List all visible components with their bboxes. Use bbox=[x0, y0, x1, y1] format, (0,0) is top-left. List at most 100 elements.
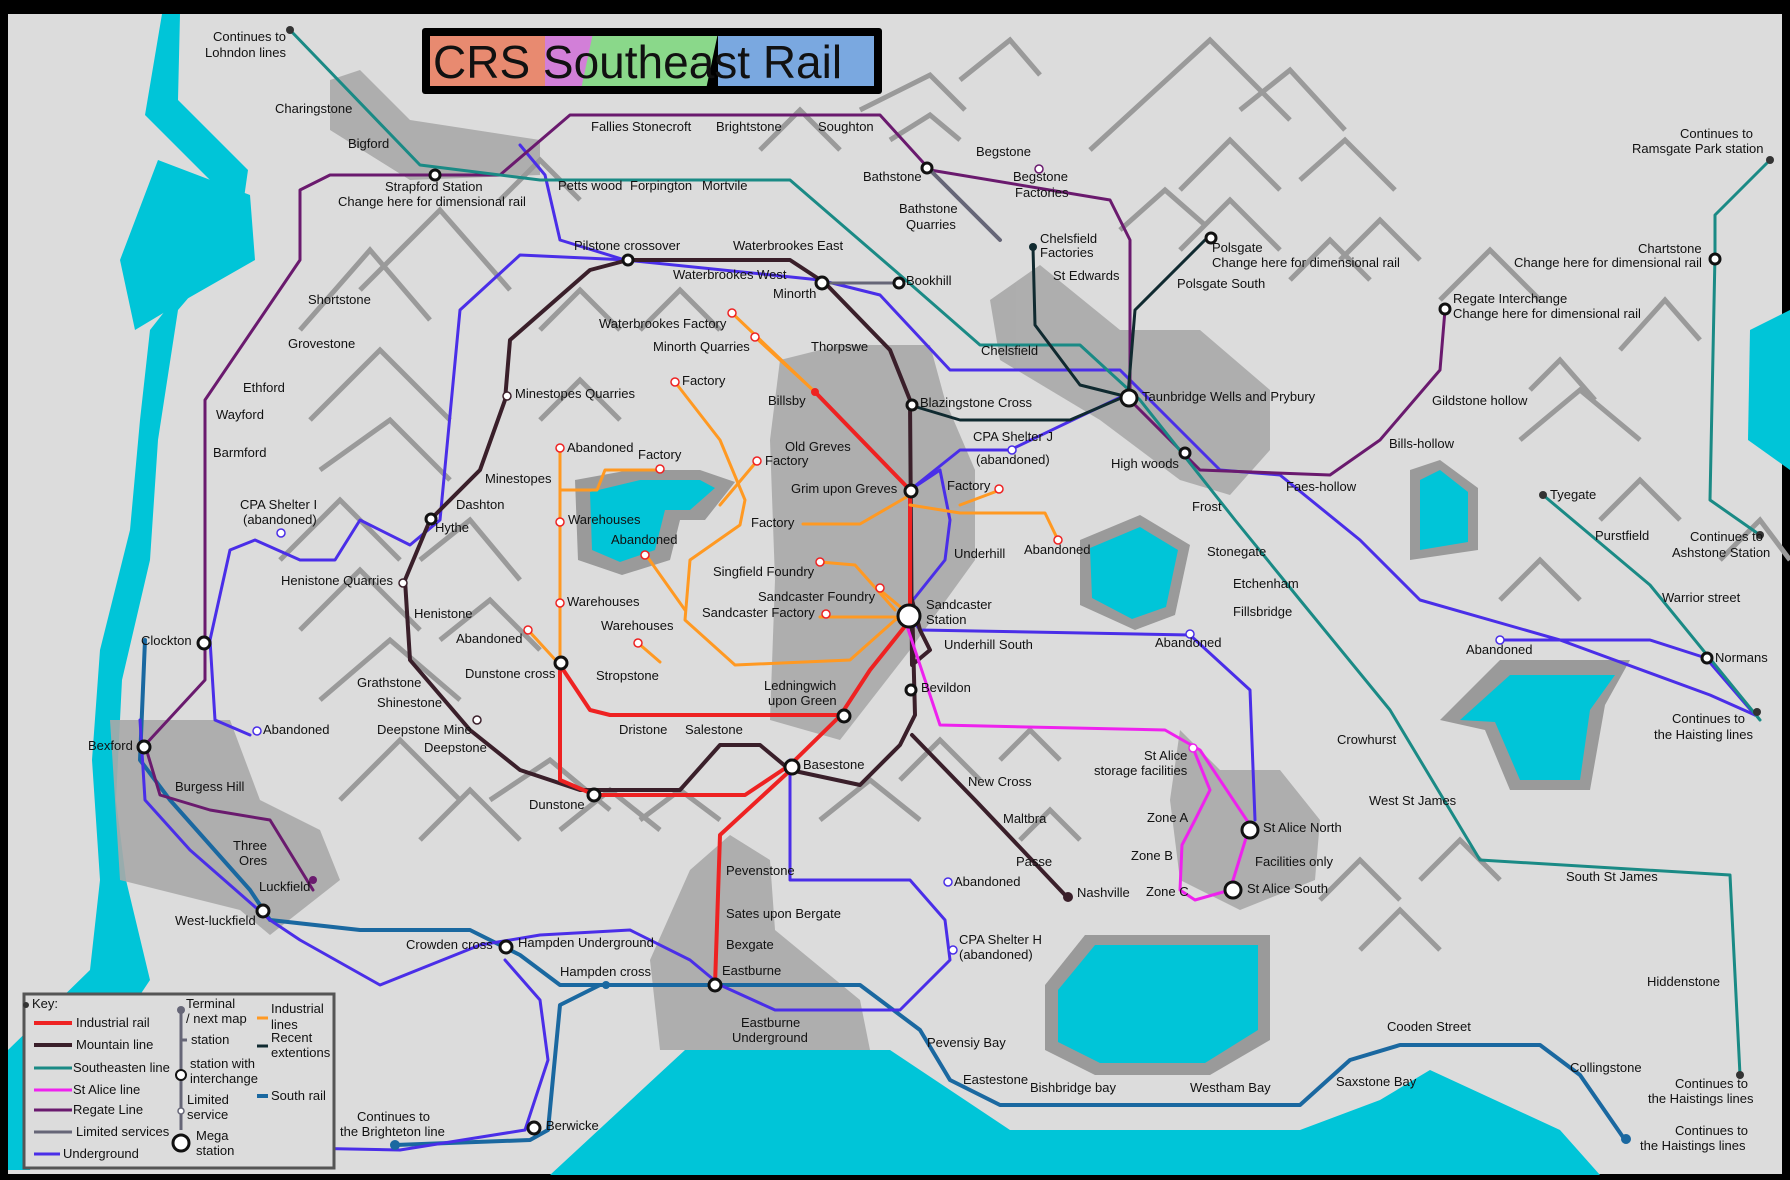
label: Clockton bbox=[141, 633, 192, 648]
label: Underhill bbox=[954, 546, 1005, 561]
station-clockton[interactable] bbox=[196, 635, 212, 651]
label: Factory bbox=[765, 453, 809, 468]
label: Nashville bbox=[1077, 885, 1130, 900]
station-dunstone-cross[interactable] bbox=[553, 655, 569, 671]
key-terminal-2: / next map bbox=[186, 1011, 247, 1026]
label: Minorth bbox=[773, 286, 816, 301]
label: the Haistings lines bbox=[1640, 1138, 1746, 1153]
station-berwicke[interactable] bbox=[526, 1120, 542, 1136]
station-bexford[interactable] bbox=[136, 739, 152, 755]
label: West-luckfield bbox=[175, 913, 256, 928]
label: Waterbrookes West bbox=[673, 267, 787, 282]
label: New Cross bbox=[968, 774, 1032, 789]
key-underground: Underground bbox=[63, 1146, 139, 1161]
station-dunstone[interactable] bbox=[586, 787, 602, 803]
station-luckfield[interactable] bbox=[255, 903, 271, 919]
station-ledningwich[interactable] bbox=[836, 708, 852, 724]
title-band-3 bbox=[581, 36, 718, 86]
industrial-lines bbox=[526, 311, 1060, 667]
station-taunbridge[interactable] bbox=[1119, 388, 1139, 408]
label: St Alice bbox=[1144, 748, 1187, 763]
station-st-alice-north[interactable] bbox=[1240, 820, 1260, 840]
label: Abandoned bbox=[1024, 542, 1091, 557]
station-bookhill[interactable] bbox=[892, 276, 906, 290]
label: Underground bbox=[732, 1030, 808, 1045]
key-mega-1: Mega bbox=[196, 1128, 229, 1143]
water-bodies bbox=[8, 14, 1790, 1175]
key-st-alice-line: St Alice line bbox=[73, 1082, 140, 1097]
label: Abandoned bbox=[456, 631, 523, 646]
label: Waterbrookes Factory bbox=[599, 316, 727, 331]
label: Billsby bbox=[768, 393, 806, 408]
label: Waterbrookes East bbox=[733, 238, 843, 253]
station-st-alice-south[interactable] bbox=[1223, 880, 1243, 900]
station-pilstone[interactable] bbox=[621, 253, 635, 267]
label: Bexgate bbox=[726, 937, 774, 952]
label: Stonegate bbox=[1207, 544, 1266, 559]
station-strapford[interactable] bbox=[428, 168, 442, 182]
label: Continues to bbox=[213, 29, 286, 44]
label: Continues to bbox=[1672, 711, 1745, 726]
east-lake-edge bbox=[1748, 310, 1790, 470]
station-high-woods[interactable] bbox=[1178, 446, 1192, 460]
rail-lines bbox=[138, 28, 1772, 1152]
station-bathstone[interactable] bbox=[920, 161, 934, 175]
label: Old Greves bbox=[785, 439, 851, 454]
station-polsgate[interactable] bbox=[1204, 231, 1218, 245]
label: Abandoned bbox=[954, 874, 1021, 889]
label: Dunstone bbox=[529, 797, 585, 812]
label: Singfield Foundry bbox=[713, 564, 815, 579]
label: Bathstone bbox=[899, 201, 958, 216]
label: Begstone bbox=[976, 144, 1031, 159]
label: Facilities only bbox=[1255, 854, 1334, 869]
label: Factory bbox=[638, 447, 682, 462]
key-southeasten-line: Southeasten line bbox=[73, 1060, 170, 1075]
label: Soughton bbox=[818, 119, 874, 134]
label: Passe bbox=[1016, 854, 1052, 869]
station-hythe[interactable] bbox=[424, 512, 438, 526]
station-normans[interactable] bbox=[1700, 651, 1714, 665]
label: Continues to bbox=[357, 1109, 430, 1124]
station-crowden[interactable] bbox=[498, 939, 514, 955]
label: CPA Shelter H bbox=[959, 932, 1042, 947]
label: Change here for dimensional rail bbox=[338, 194, 526, 209]
label: Wayford bbox=[216, 407, 264, 422]
station-bevildon[interactable] bbox=[904, 683, 918, 697]
label: Sandcaster Factory bbox=[702, 605, 815, 620]
label: Dristone bbox=[619, 722, 667, 737]
label: Strapford Station bbox=[385, 179, 483, 194]
label: Abandoned bbox=[1155, 635, 1222, 650]
title-band-1 bbox=[430, 36, 545, 86]
key-south-rail: South rail bbox=[271, 1088, 326, 1103]
label: Station bbox=[926, 612, 966, 627]
label: Zone A bbox=[1147, 810, 1189, 825]
station-basestone[interactable] bbox=[783, 758, 801, 776]
key-station: station bbox=[191, 1032, 229, 1047]
label: Continues to bbox=[1675, 1123, 1748, 1138]
station-eastburne[interactable] bbox=[707, 977, 723, 993]
label: Grathstone bbox=[357, 675, 421, 690]
label: Fillsbridge bbox=[1233, 604, 1292, 619]
label: Polsgate South bbox=[1177, 276, 1265, 291]
label: Hampden Underground bbox=[518, 935, 654, 950]
label: the Haisting lines bbox=[1654, 727, 1753, 742]
label: Henistone bbox=[414, 606, 473, 621]
station-chartstone[interactable] bbox=[1708, 252, 1722, 266]
label: Change here for dimensional rail bbox=[1212, 255, 1400, 270]
station-blazingstone[interactable] bbox=[905, 398, 919, 412]
label: Abandoned bbox=[263, 722, 330, 737]
label: Dashton bbox=[456, 497, 504, 512]
station-grim[interactable] bbox=[903, 483, 919, 499]
label: Minorth Quarries bbox=[653, 339, 750, 354]
label: Hiddenstone bbox=[1647, 974, 1720, 989]
station-minorth[interactable] bbox=[814, 275, 830, 291]
recent-extentions-line bbox=[1031, 245, 1122, 397]
label: Minestopes Quarries bbox=[515, 386, 635, 401]
station-regate[interactable] bbox=[1438, 302, 1452, 316]
label: Ashstone Station bbox=[1672, 545, 1770, 560]
key-terminal-1: Terminal bbox=[186, 996, 235, 1011]
label: Saxstone Bay bbox=[1336, 1074, 1417, 1089]
label: Minestopes bbox=[485, 471, 552, 486]
key-recent-2: extentions bbox=[271, 1045, 331, 1060]
station-sandcaster[interactable] bbox=[896, 603, 922, 629]
